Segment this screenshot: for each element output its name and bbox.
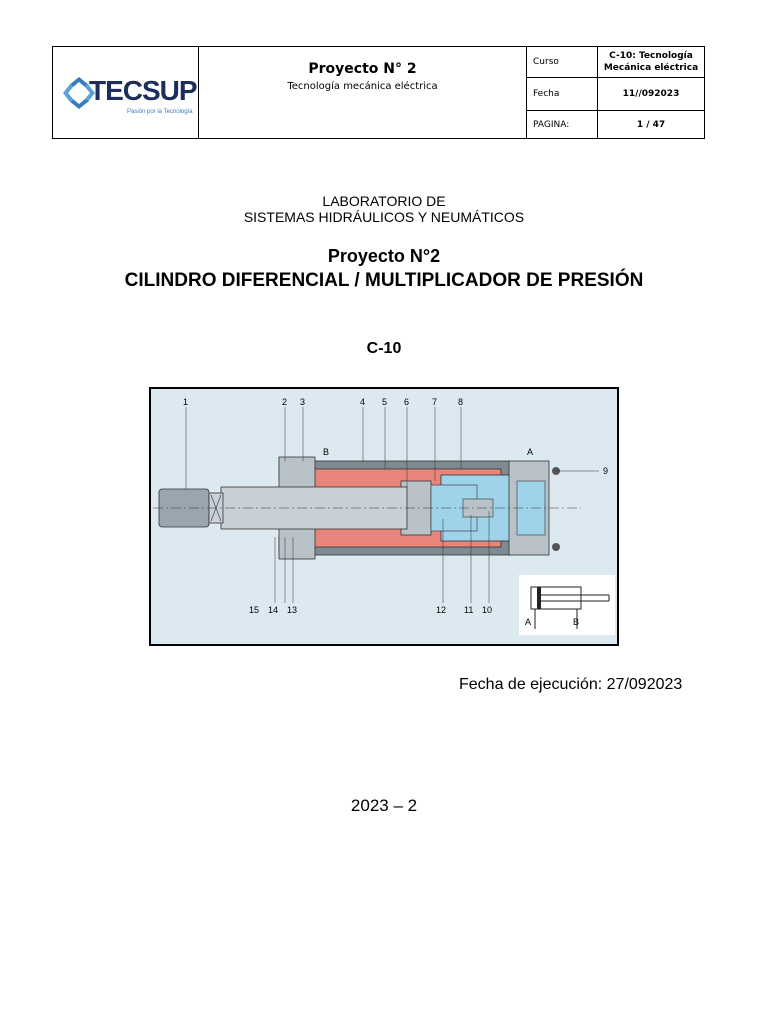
part-label-9: 9 bbox=[603, 466, 608, 476]
pagina-label: PAGINA: bbox=[527, 111, 598, 138]
part-label-13: 13 bbox=[287, 605, 297, 615]
cylinder-diagram: 1 2 3 4 5 6 7 8 9 B A 15 14 13 12 11 10 … bbox=[149, 387, 619, 646]
logo-tagline: Pasión por la Tecnología bbox=[127, 109, 193, 115]
tecsup-logo-icon bbox=[63, 77, 95, 109]
curso-label: Curso bbox=[527, 47, 598, 78]
fecha-value: 11//092023 bbox=[598, 78, 704, 111]
header-table: TECSUP Pasión por la Tecnología Proyecto… bbox=[52, 46, 705, 139]
part-label-6: 6 bbox=[404, 397, 409, 407]
part-label-1: 1 bbox=[183, 397, 188, 407]
course-code: C-10 bbox=[366, 340, 402, 357]
part-label-8: 8 bbox=[458, 397, 463, 407]
part-label-7: 7 bbox=[432, 397, 437, 407]
symbol-label-b: B bbox=[573, 617, 579, 627]
cylinder-drawing: 1 2 3 4 5 6 7 8 9 B A 15 14 13 12 11 10 … bbox=[153, 397, 615, 635]
lab-line-1: LABORATORIO DE bbox=[322, 193, 446, 209]
part-label-3: 3 bbox=[300, 397, 305, 407]
execution-date: Fecha de ejecución: 27/092023 bbox=[459, 676, 683, 693]
part-label-4: 4 bbox=[360, 397, 365, 407]
part-label-2: 2 bbox=[282, 397, 287, 407]
port-label-b: B bbox=[323, 447, 329, 457]
header-subtitle: Tecnología mecánica eléctrica bbox=[287, 81, 438, 92]
symbol-label-a: A bbox=[525, 617, 531, 627]
part-label-10: 10 bbox=[482, 605, 492, 615]
fecha-label: Fecha bbox=[527, 78, 598, 111]
part-label-14: 14 bbox=[268, 605, 278, 615]
pagina-value: 1 / 47 bbox=[636, 119, 666, 130]
part-label-11: 11 bbox=[464, 605, 473, 615]
port-label-a: A bbox=[527, 447, 533, 457]
part-label-15: 15 bbox=[249, 605, 259, 615]
lab-line-2: SISTEMAS HIDRÁULICOS Y NEUMÁTICOS bbox=[243, 209, 525, 225]
logo-text: TECSUP bbox=[89, 75, 198, 106]
part-label-12: 12 bbox=[436, 605, 446, 615]
curso-value: C-10: Tecnología Mecánica eléctrica bbox=[598, 47, 704, 78]
logo-cell: TECSUP Pasión por la Tecnología bbox=[53, 47, 199, 138]
header-info-grid: Curso C-10: Tecnología Mecánica eléctric… bbox=[527, 47, 704, 138]
semester-year: 2023 – 2 bbox=[350, 796, 418, 815]
header-title-cell: Proyecto N° 2 Tecnología mecánica eléctr… bbox=[199, 47, 527, 138]
document-title: CILINDRO DIFERENCIAL / MULTIPLICADOR DE … bbox=[124, 270, 644, 291]
part-label-5: 5 bbox=[382, 397, 387, 407]
project-number: Proyecto N°2 bbox=[327, 246, 441, 266]
header-title: Proyecto N° 2 bbox=[308, 61, 417, 77]
